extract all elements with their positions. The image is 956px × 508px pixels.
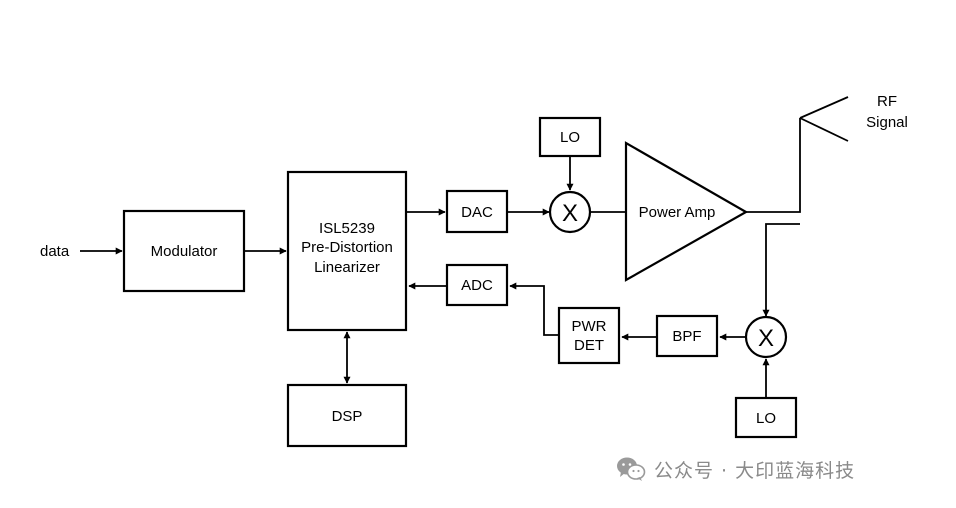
pwr-det-block [557, 306, 621, 365]
dsp-label: DSP [332, 408, 363, 425]
adc-block [445, 263, 509, 307]
data-input-label: data [40, 243, 70, 260]
bpf-block [655, 314, 719, 358]
linearizer-label-line3: Linearizer [314, 259, 380, 276]
modulator-label: Modulator [151, 243, 218, 260]
mixer-top-symbol: X [562, 200, 578, 227]
rf-signal-label-line2: Signal [866, 114, 908, 131]
dac-block [445, 189, 509, 234]
linearizer-label-line2: Pre-Distortion [301, 239, 393, 256]
lo-bottom-block [734, 396, 798, 439]
linearizer-block [286, 170, 408, 332]
lo-top-block [538, 116, 602, 158]
antenna-arm-upper [799, 96, 849, 119]
mixer-bottom-symbol: X [758, 325, 774, 352]
linearizer-label-line1: ISL5239 [319, 220, 375, 237]
pwr-det-label-line2: DET [574, 337, 604, 354]
antenna-arm-lower [799, 117, 849, 142]
rf-signal-label-line1: RF [877, 93, 897, 110]
wechat-icon [617, 457, 646, 481]
watermark: 公众号 · 大印蓝海科技 [616, 452, 855, 486]
lo-top-label: LO [560, 129, 580, 146]
coupler-to-mixer-arrow [762, 223, 800, 317]
dac-label: DAC [461, 204, 493, 221]
adc-label: ADC [461, 277, 493, 294]
bpf-label: BPF [672, 328, 701, 345]
pa-to-antenna-line [746, 118, 801, 213]
watermark-text: 公众号 · 大印蓝海科技 [654, 459, 856, 482]
pwrdet-to-adc-arrow [509, 282, 559, 336]
power-amp-label: Power Amp [639, 204, 716, 221]
dsp-block [286, 383, 408, 448]
lo-bottom-label: LO [756, 410, 776, 427]
pwr-det-label-line1: PWR [572, 318, 607, 335]
power-amp-triangle [624, 141, 749, 282]
